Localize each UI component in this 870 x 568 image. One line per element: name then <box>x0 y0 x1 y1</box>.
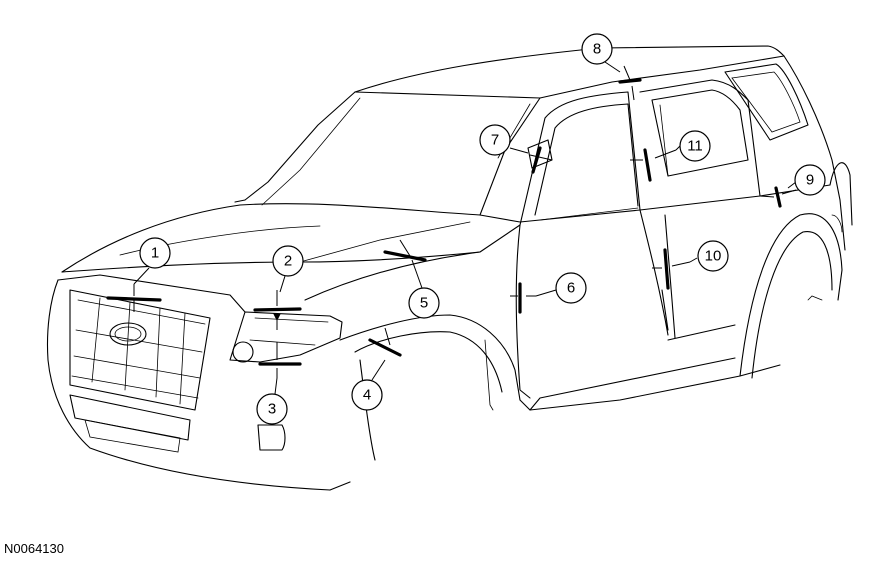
callout-2: 2 <box>272 245 304 277</box>
gap-door-frame <box>643 148 652 182</box>
gap-markers <box>106 78 782 366</box>
gap-windshield-door <box>531 146 542 174</box>
gap-front-rear-door <box>663 248 670 290</box>
callout-label: 6 <box>567 280 575 297</box>
callout-label: 9 <box>806 172 814 189</box>
callout-label: 1 <box>151 245 159 262</box>
gap-grille-hood <box>106 296 162 302</box>
gap-headlamp-hood <box>253 307 302 312</box>
callout-label: 10 <box>705 248 722 265</box>
callout-3: 3 <box>256 393 288 425</box>
callout-7: 7 <box>479 124 511 156</box>
callout-label: 4 <box>363 387 371 404</box>
vehicle-outline <box>46 45 853 491</box>
callout-6: 6 <box>555 272 587 304</box>
callout-label: 11 <box>687 138 703 155</box>
callout-8: 8 <box>581 33 613 65</box>
callout-label: 3 <box>268 401 276 418</box>
callout-5: 5 <box>408 287 440 319</box>
callout-label: 5 <box>420 295 428 312</box>
gap-roof-door <box>618 78 642 84</box>
callout-1: 1 <box>139 237 171 269</box>
callout-label: 7 <box>491 132 499 149</box>
gap-hood-fender <box>383 250 427 262</box>
gap-quarter-door <box>774 186 782 208</box>
callout-label: 2 <box>284 253 292 270</box>
callout-9: 9 <box>794 164 826 196</box>
callout-10: 10 <box>697 240 729 272</box>
callout-leaders <box>133 61 797 395</box>
callout-label: 8 <box>593 41 601 58</box>
gap-fender-bumper <box>368 338 402 357</box>
callout-4: 4 <box>351 379 383 411</box>
callout-11: 11 <box>679 130 711 162</box>
figure-id: N0064130 <box>4 541 64 556</box>
dimension-arrows <box>133 65 797 378</box>
